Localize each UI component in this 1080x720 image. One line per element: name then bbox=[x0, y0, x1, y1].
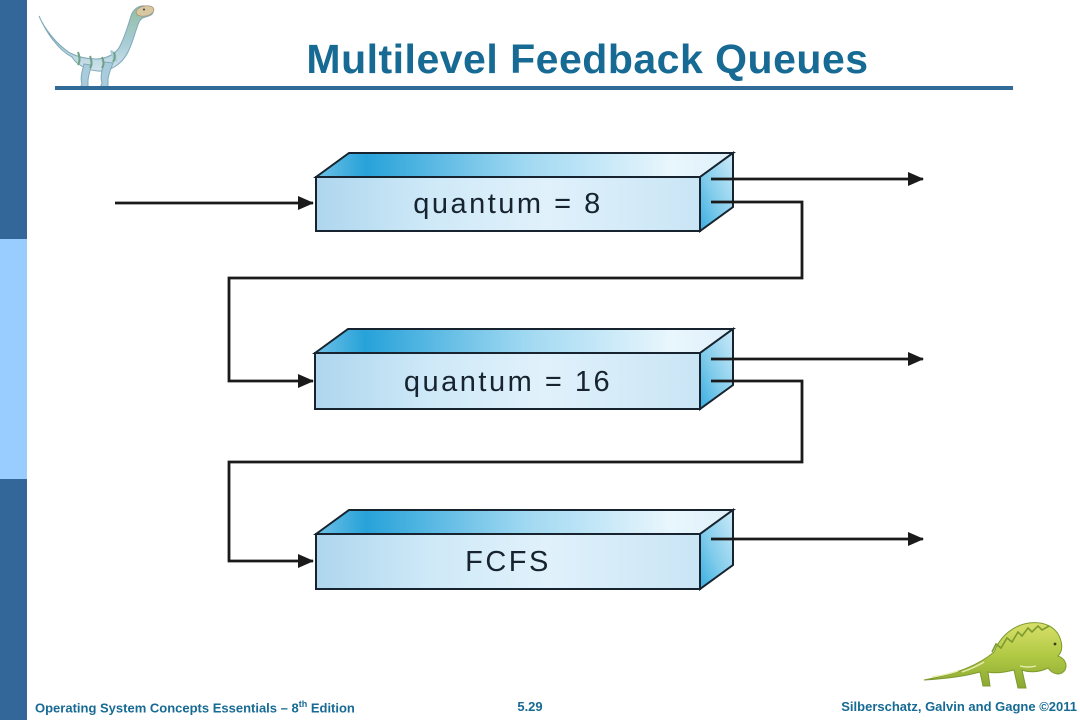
sidebar-segment-bottom bbox=[0, 479, 27, 720]
queue-box-top-face bbox=[312, 509, 737, 535]
arrow-demote-queue2-to-queue3 bbox=[227, 379, 804, 568]
dinosaur-head bbox=[135, 5, 155, 17]
arrow-demote-queue1-to-queue2 bbox=[227, 200, 804, 388]
queue-label: quantum = 8 bbox=[413, 188, 603, 220]
queue-box-quantum-8: quantum = 8 bbox=[312, 151, 737, 233]
queue-box-top-face bbox=[311, 328, 737, 354]
lizard-spines bbox=[991, 624, 1050, 653]
title-rule bbox=[55, 86, 1013, 90]
lizard-belly-stripes bbox=[931, 661, 1037, 678]
queue-box-front-face bbox=[314, 352, 701, 410]
footer-edition-superscript: th bbox=[298, 699, 308, 709]
sidebar-segment-middle bbox=[0, 239, 27, 479]
slide-title: Multilevel Feedback Queues bbox=[306, 36, 869, 82]
sidebar-segment-top bbox=[0, 0, 27, 239]
dinosaur-logo-icon bbox=[38, 5, 155, 89]
queue-box-front-face bbox=[315, 176, 701, 232]
queue-box-fcfs: FCFS bbox=[312, 508, 737, 591]
queue-label: FCFS bbox=[465, 546, 551, 578]
queue-label: quantum = 16 bbox=[404, 366, 612, 398]
dinosaur-eye bbox=[143, 8, 145, 11]
queue-box-top-face bbox=[312, 152, 737, 178]
lizard-body bbox=[923, 622, 1067, 689]
footer-edition-text: Edition bbox=[307, 700, 355, 716]
lizard-logo-icon bbox=[923, 622, 1067, 689]
footer-book-title: Operating System Concepts Essentials – 8… bbox=[35, 699, 355, 715]
queue-box-quantum-16: quantum = 16 bbox=[311, 327, 737, 411]
footer-authors: Silberschatz, Galvin and Gagne ©2011 bbox=[841, 699, 1077, 714]
sidebar bbox=[0, 0, 27, 720]
slide-page-number: 5.29 bbox=[517, 699, 543, 714]
queue-box-front-face bbox=[315, 533, 701, 590]
dinosaur-stripes bbox=[77, 51, 116, 69]
footer-book-text: Operating System Concepts Essentials – 8 bbox=[35, 700, 299, 716]
lizard-eye bbox=[1053, 642, 1057, 646]
